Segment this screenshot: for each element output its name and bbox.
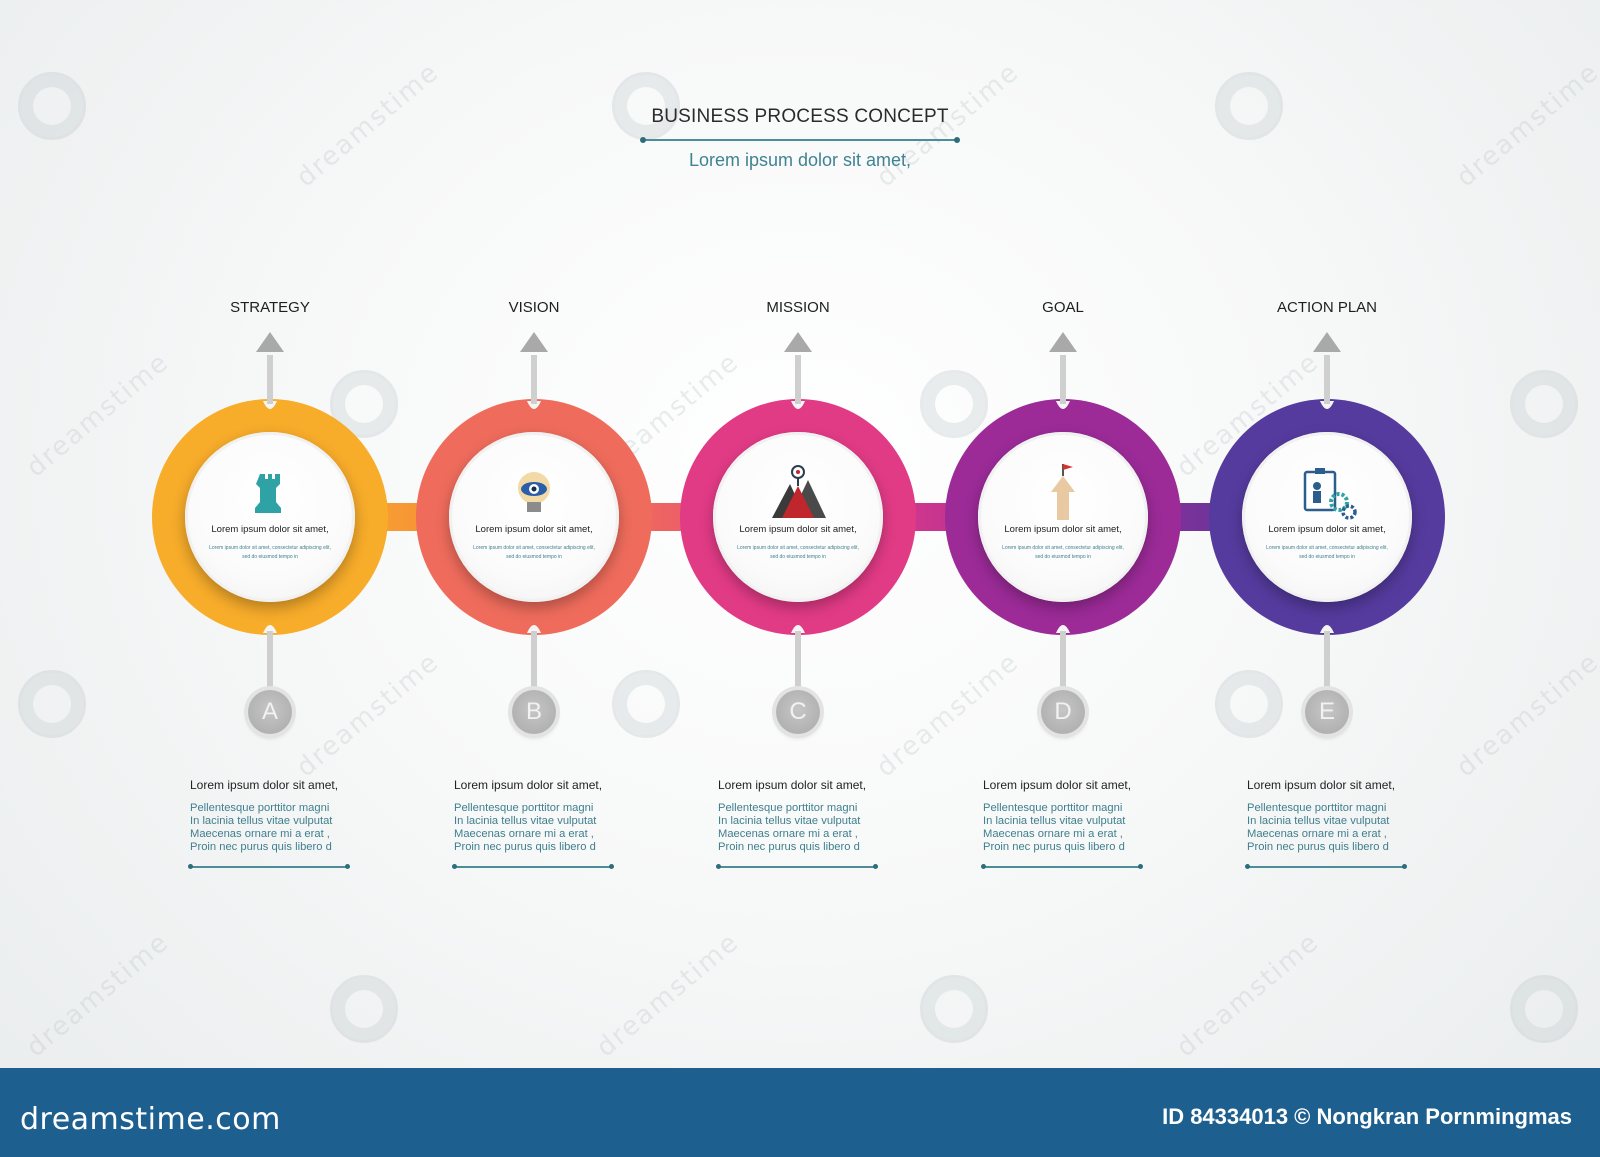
bottom-notch [791, 625, 805, 633]
top-stem [531, 355, 537, 404]
description-body: Pellentesque porttitor magni In lacinia … [718, 802, 861, 853]
watermark-spiral-icon [1215, 670, 1283, 738]
top-notch [527, 401, 541, 409]
step-description: Lorem ipsum dolor sit amet, Pellentesque … [452, 778, 614, 869]
description-underline [188, 864, 350, 869]
up-arrow-icon [1049, 332, 1077, 352]
bottom-notch [527, 625, 541, 633]
description-body: Pellentesque porttitor magni In lacinia … [190, 802, 333, 853]
watermark-spiral-icon [18, 72, 86, 140]
bottom-notch [263, 625, 277, 633]
circle-title: Lorem ipsum dolor sit amet, [739, 524, 857, 535]
chess-rook-icon [240, 462, 300, 522]
bottom-stem [1060, 631, 1066, 690]
flag-arrow-icon [1033, 462, 1093, 522]
watermark-spiral-icon [612, 670, 680, 738]
lightbulb-eye-icon [504, 462, 564, 522]
top-stem [1060, 355, 1066, 404]
step-label: ACTION PLAN [1276, 299, 1378, 316]
circle-text: Lorem ipsum dolor sit amet, consectetur … [473, 545, 595, 560]
step-description: Lorem ipsum dolor sit amet, Pellentesque … [716, 778, 878, 869]
presentation-gears-icon [1297, 462, 1357, 522]
step-description: Lorem ipsum dolor sit amet, Pellentesque … [188, 778, 350, 869]
description-body: Pellentesque porttitor magni In lacinia … [1247, 802, 1390, 853]
description-underline [452, 864, 614, 869]
step-label: MISSION [766, 299, 830, 316]
step-description: Lorem ipsum dolor sit amet, Pellentesque … [981, 778, 1143, 869]
step-circle[interactable]: Lorem ipsum dolor sit amet, Lorem ipsum d… [1242, 432, 1412, 602]
connector-stems [256, 332, 1341, 690]
watermark-spiral-icon [920, 975, 988, 1043]
watermark-spiral-icon [612, 72, 680, 140]
step-letter-badge[interactable]: E [1305, 690, 1349, 734]
step-label: GOAL [1042, 299, 1084, 316]
circle-title: Lorem ipsum dolor sit amet, [211, 524, 329, 535]
step-letter-badge[interactable]: C [776, 690, 820, 734]
circle-text: Lorem ipsum dolor sit amet, consectetur … [1002, 545, 1124, 560]
description-underline [1245, 864, 1407, 869]
title-block: BUSINESS PROCESS CONCEPT [0, 106, 1600, 132]
watermark-spiral-icon [1510, 975, 1578, 1043]
top-notch [791, 401, 805, 409]
top-notch [1056, 401, 1070, 409]
up-arrow-icon [256, 332, 284, 352]
circle-text: Lorem ipsum dolor sit amet, consectetur … [737, 545, 859, 560]
step-label: STRATEGY [230, 299, 310, 316]
page-subtitle: Lorem ipsum dolor sit amet, [688, 150, 912, 170]
description-title: Lorem ipsum dolor sit amet, [718, 778, 867, 792]
top-stem [795, 355, 801, 404]
bottom-stem [795, 631, 801, 690]
description-title: Lorem ipsum dolor sit amet, [454, 778, 603, 792]
circle-text: Lorem ipsum dolor sit amet, consectetur … [209, 545, 331, 560]
watermark-spiral-icon [1215, 72, 1283, 140]
title-underline [640, 137, 960, 143]
circle-title: Lorem ipsum dolor sit amet, [1004, 524, 1122, 535]
description-body: Pellentesque porttitor magni In lacinia … [983, 802, 1126, 853]
bottom-stem [531, 631, 537, 690]
bottom-notch [1320, 625, 1334, 633]
up-arrow-icon [784, 332, 812, 352]
step-circle[interactable]: Lorem ipsum dolor sit amet, Lorem ipsum d… [713, 432, 883, 602]
step-circle[interactable]: Lorem ipsum dolor sit amet, Lorem ipsum d… [978, 432, 1148, 602]
top-notch [1320, 401, 1334, 409]
watermark-spiral-icon [330, 975, 398, 1043]
top-stem [267, 355, 273, 404]
watermark-spiral-icon [1510, 370, 1578, 438]
description-title: Lorem ipsum dolor sit amet, [190, 778, 339, 792]
top-notch [263, 401, 277, 409]
up-arrow-icon [520, 332, 548, 352]
mountain-target-icon [768, 462, 828, 522]
step-letter-badge[interactable]: D [1041, 690, 1085, 734]
watermark-spiral-icon [18, 670, 86, 738]
description-title: Lorem ipsum dolor sit amet, [1247, 778, 1396, 792]
circle-title: Lorem ipsum dolor sit amet, [475, 524, 593, 535]
step-description: Lorem ipsum dolor sit amet, Pellentesque … [1245, 778, 1407, 869]
description-underline [716, 864, 878, 869]
step-circle[interactable]: Lorem ipsum dolor sit amet, Lorem ipsum d… [185, 432, 355, 602]
page-title: BUSINESS PROCESS CONCEPT [651, 106, 949, 127]
step-letter-badge[interactable]: B [512, 690, 556, 734]
circle-title: Lorem ipsum dolor sit amet, [1268, 524, 1386, 535]
watermark-spiral-icon [330, 370, 398, 438]
step-label: VISION [508, 299, 560, 316]
bottom-stem [1324, 631, 1330, 690]
step-circle[interactable]: Lorem ipsum dolor sit amet, Lorem ipsum d… [449, 432, 619, 602]
description-body: Pellentesque porttitor magni In lacinia … [454, 802, 597, 853]
watermark-spiral-icon [920, 370, 988, 438]
step-letter-badge[interactable]: A [248, 690, 292, 734]
circle-text: Lorem ipsum dolor sit amet, consectetur … [1266, 545, 1388, 560]
description-title: Lorem ipsum dolor sit amet, [983, 778, 1132, 792]
description-underline [981, 864, 1143, 869]
top-stem [1324, 355, 1330, 404]
bottom-notch [1056, 625, 1070, 633]
footer-bar: dreamstime.com ID 84334013 © Nongkran Po… [0, 1068, 1600, 1157]
footer-logo[interactable]: dreamstime.com [20, 1102, 281, 1137]
footer-credit: ID 84334013 © Nongkran Pornmingmas [1162, 1104, 1572, 1129]
bottom-stem [267, 631, 273, 690]
up-arrow-icon [1313, 332, 1341, 352]
